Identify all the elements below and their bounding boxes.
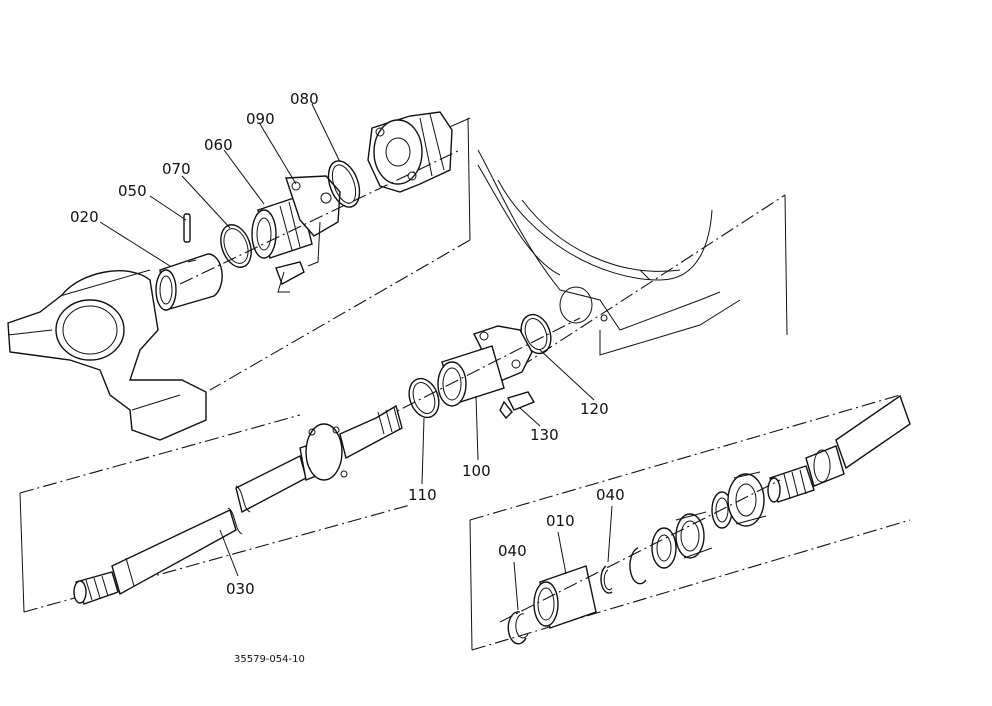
flange-hub (367, 111, 453, 193)
leader-lines (99, 103, 613, 611)
middle-axis-line (359, 317, 581, 431)
oring-110 (408, 377, 440, 419)
label-060: 060 (204, 136, 233, 154)
label-040-left: 040 (498, 542, 527, 560)
snap-ring-040-left (507, 611, 529, 645)
label-070: 070 (162, 160, 191, 178)
oring-080 (327, 160, 361, 208)
label-010: 010 (546, 512, 575, 530)
transmission-case (477, 149, 741, 356)
sleeve-100 (437, 325, 533, 407)
part-labels: 020 050 070 060 090 080 120 130 100 110 … (70, 90, 625, 598)
label-080: 080 (290, 90, 319, 108)
bushing-010 (533, 565, 597, 629)
label-100: 100 (462, 462, 491, 480)
bushing-020 (155, 253, 223, 311)
housing-bracket (7, 269, 207, 441)
shaft-030 (73, 404, 403, 605)
snap-ring-040-right (600, 565, 613, 594)
label-030: 030 (226, 580, 255, 598)
flange-cover-090 (275, 175, 341, 293)
label-020: 020 (70, 208, 99, 226)
figure-code: 35579-054-10 (234, 654, 305, 665)
oring-070 (220, 224, 252, 268)
label-040-right: 040 (596, 486, 625, 504)
label-130: 130 (530, 426, 559, 444)
lower-axis-line (499, 479, 781, 623)
upper-axis-line (179, 149, 461, 285)
output-shaft (767, 394, 911, 503)
bolt-130 (499, 391, 536, 420)
label-090: 090 (246, 110, 275, 128)
label-110: 110 (408, 486, 437, 504)
label-050: 050 (118, 182, 147, 200)
pin-050 (183, 213, 191, 243)
bearing-set (629, 471, 767, 585)
label-120: 120 (580, 400, 609, 418)
